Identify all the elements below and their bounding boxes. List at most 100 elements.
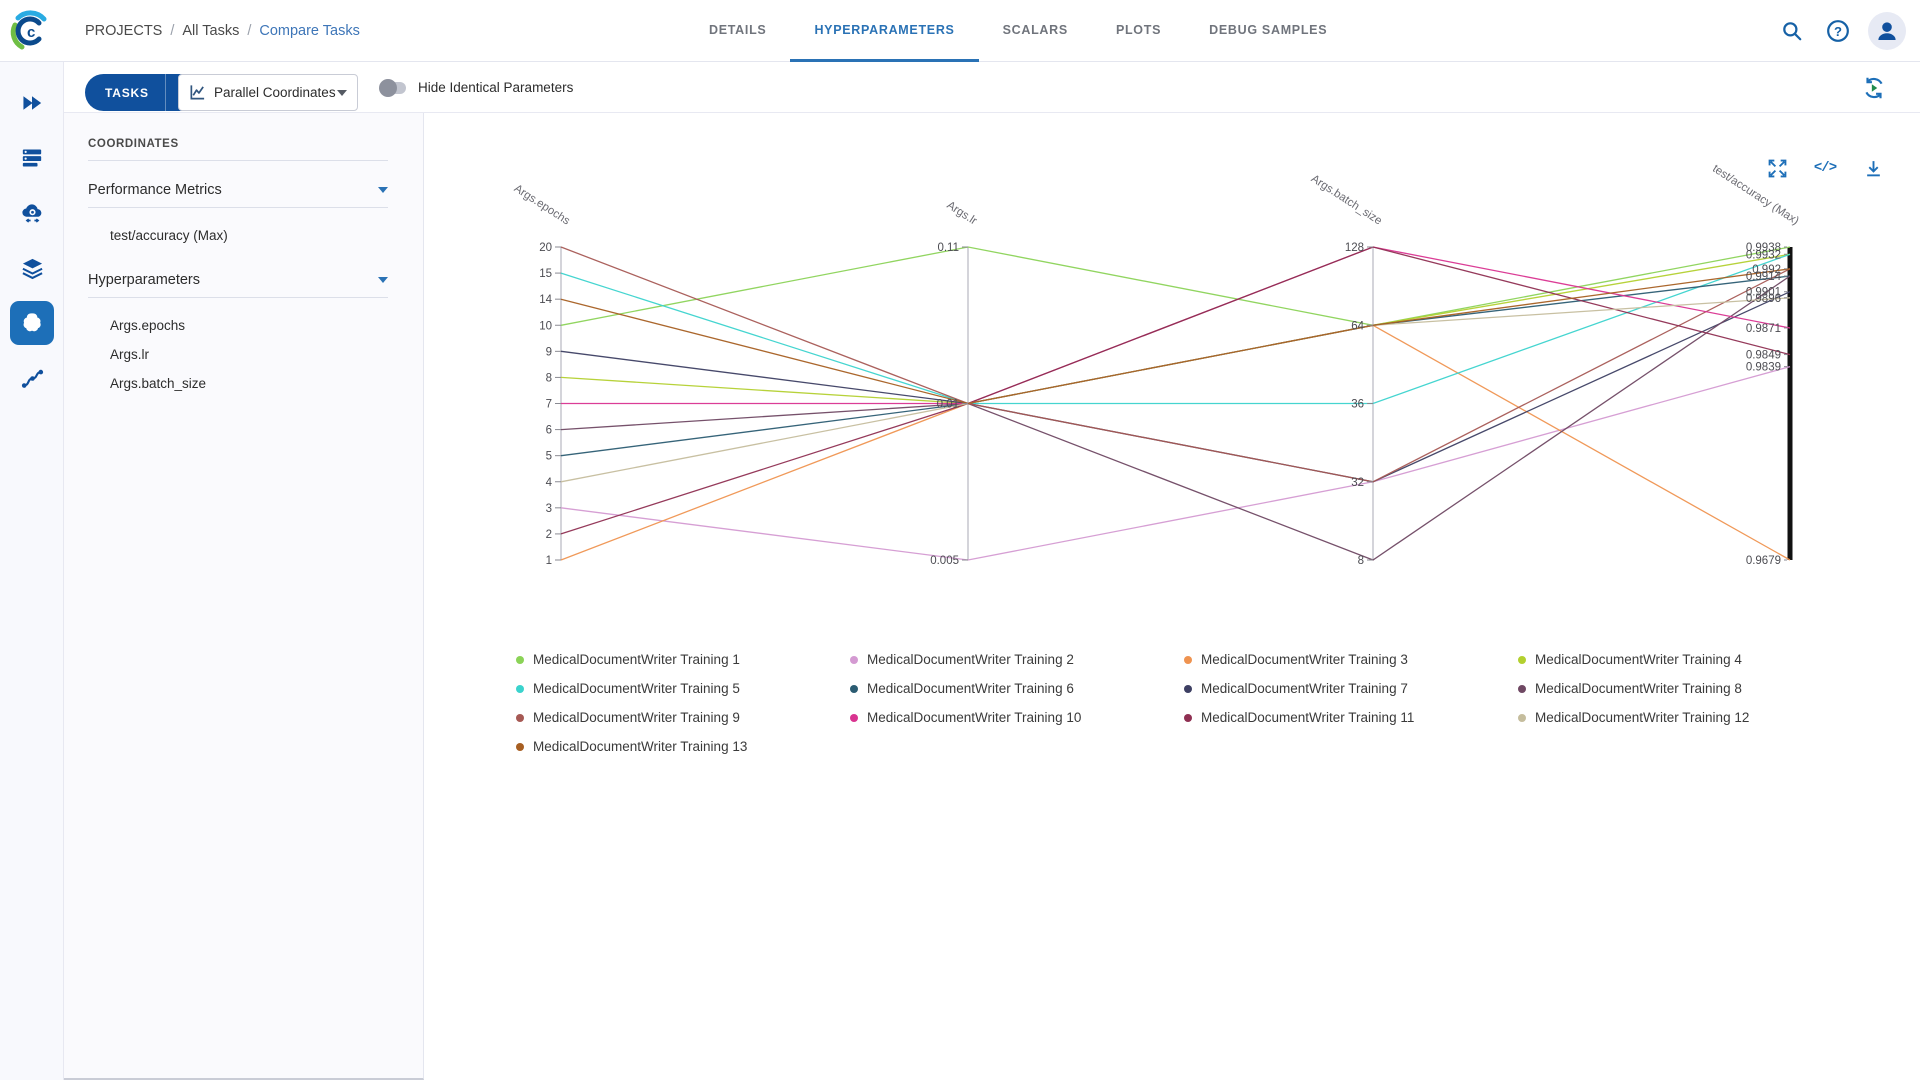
tick-label: 0.9679: [1746, 555, 1781, 567]
tick-label: 2: [546, 529, 552, 541]
breadcrumb-link[interactable]: Compare Tasks: [259, 23, 360, 39]
tick-label: 5: [546, 451, 552, 463]
legend-color-dot: [850, 655, 858, 664]
tab-scalars[interactable]: SCALARS: [1002, 22, 1068, 37]
series-line[interactable]: [560, 365, 1791, 561]
tick-label: 7: [546, 399, 552, 411]
parallel-coordinates-chart[interactable]: 20151410987654321Args.epochs0.110.010.00…: [424, 113, 1920, 633]
tick-label: 0.9938: [1746, 242, 1781, 254]
sidebar-item-workers[interactable]: [10, 191, 54, 235]
tick-label: 32: [1351, 477, 1364, 489]
legend-item[interactable]: MedicalDocumentWriter Training 13: [516, 732, 850, 761]
clearml-logo[interactable]: c: [8, 9, 52, 53]
workers-icon: [21, 202, 44, 225]
tick-label: 0.9932: [1746, 249, 1781, 261]
download-icon[interactable]: [1860, 155, 1886, 181]
axis-bar[interactable]: [1787, 247, 1793, 560]
maximize-icon[interactable]: [1764, 155, 1790, 181]
user-avatar[interactable]: [1868, 12, 1906, 50]
legend-label: MedicalDocumentWriter Training 4: [1535, 652, 1742, 667]
series-line[interactable]: [560, 324, 1791, 561]
axis-title: Args.epochs: [512, 183, 572, 228]
tick-label: 0.9914: [1746, 271, 1782, 283]
series-line[interactable]: [560, 275, 1791, 457]
breadcrumb-link[interactable]: All Tasks: [182, 23, 240, 39]
tick-label: 64: [1351, 320, 1364, 332]
search-icon[interactable]: [1776, 15, 1808, 47]
legend-color-dot: [1518, 684, 1526, 693]
legend-color-dot: [516, 655, 524, 664]
embed-code-icon[interactable]: </>: [1813, 160, 1837, 176]
help-icon[interactable]: ?: [1822, 15, 1854, 47]
legend-color-dot: [516, 713, 524, 722]
legend-color-dot: [1184, 684, 1192, 693]
legend-item[interactable]: MedicalDocumentWriter Training 5: [516, 674, 850, 703]
tick-label: 9: [546, 346, 552, 358]
legend-item[interactable]: MedicalDocumentWriter Training 11: [1184, 703, 1518, 732]
breadcrumb: PROJECTS/All Tasks/Compare Tasks: [85, 0, 360, 62]
legend-item[interactable]: MedicalDocumentWriter Training 9: [516, 703, 850, 732]
legend-color-dot: [850, 713, 858, 722]
sidebar-item-experiments[interactable]: [10, 301, 54, 345]
sidebar-item-datasets[interactable]: [10, 246, 54, 290]
legend-item[interactable]: MedicalDocumentWriter Training 1: [516, 645, 850, 674]
legend-color-dot: [1184, 655, 1192, 664]
svg-text:c: c: [27, 24, 35, 41]
tick-label: 8: [1358, 555, 1364, 567]
breadcrumb-link[interactable]: PROJECTS: [85, 23, 163, 39]
sidebar-item-pipelines[interactable]: [10, 356, 54, 400]
legend-color-dot: [1518, 655, 1526, 664]
legend-item[interactable]: MedicalDocumentWriter Training 4: [1518, 645, 1852, 674]
chart-type-icon: [189, 84, 206, 101]
breadcrumb-separator: /: [247, 23, 252, 39]
tick-label: 0.992: [1752, 264, 1781, 276]
legend-item[interactable]: MedicalDocumentWriter Training 3: [1184, 645, 1518, 674]
tab-bar: DETAILS HYPERPARAMETERS SCALARS PLOTS DEBUG …: [685, 0, 1351, 62]
tab-debug-samples[interactable]: DEBUG SAMPLES: [1209, 22, 1328, 37]
tick-label: 0.005: [930, 555, 959, 567]
coordinate-item: Args.batch_size: [110, 376, 207, 391]
tab-details[interactable]: DETAILS: [709, 22, 767, 37]
toggle-knob[interactable]: [379, 78, 397, 97]
legend-item[interactable]: MedicalDocumentWriter Training 10: [850, 703, 1184, 732]
tab-hyperparameters[interactable]: HYPERPARAMETERS: [790, 0, 979, 62]
experiments-icon: [20, 311, 44, 335]
tasks-button-label[interactable]: TASKS: [105, 85, 149, 100]
tick-label: 0.11: [937, 242, 959, 254]
legend-label: MedicalDocumentWriter Training 7: [1201, 681, 1408, 696]
coordinates-title: COORDINATES: [88, 138, 179, 150]
legend-item[interactable]: MedicalDocumentWriter Training 12: [1518, 703, 1852, 732]
sidebar-item-dashboards[interactable]: [10, 136, 54, 180]
series-line[interactable]: [560, 253, 1791, 405]
chevron-down-icon: [337, 89, 347, 96]
series-line[interactable]: [560, 268, 1791, 405]
series-line[interactable]: [561, 246, 1791, 405]
sidebar-item-projects[interactable]: [10, 81, 54, 125]
legend-label: MedicalDocumentWriter Training 2: [867, 652, 1074, 667]
legend-label: MedicalDocumentWriter Training 9: [533, 710, 740, 725]
panel-section-hyperparameters[interactable]: Hyperparameters: [88, 272, 388, 288]
chevron-down-icon[interactable]: [378, 277, 388, 283]
panel-section-performance-metrics[interactable]: Performance Metrics: [88, 182, 388, 198]
legend-item[interactable]: MedicalDocumentWriter Training 6: [850, 674, 1184, 703]
view-type-select[interactable]: Parallel Coordinates: [178, 74, 358, 111]
top-header: c PROJECTS/All Tasks/Compare Tasks DETAI…: [0, 0, 1920, 62]
hide-identical-toggle[interactable]: [379, 78, 406, 97]
tab-plots[interactable]: PLOTS: [1115, 22, 1162, 37]
series-line[interactable]: [560, 253, 1791, 405]
legend-label: MedicalDocumentWriter Training 12: [1535, 710, 1750, 725]
legend-item[interactable]: MedicalDocumentWriter Training 2: [850, 645, 1184, 674]
chevron-down-icon[interactable]: [378, 187, 388, 193]
legend-item[interactable]: MedicalDocumentWriter Training 8: [1518, 674, 1852, 703]
legend-label: MedicalDocumentWriter Training 1: [533, 652, 740, 667]
auto-refresh-icon[interactable]: [1856, 70, 1892, 106]
series-line[interactable]: [560, 246, 1791, 326]
coordinate-item: Args.epochs: [110, 318, 186, 333]
series-line[interactable]: [560, 246, 1791, 483]
legend-item[interactable]: MedicalDocumentWriter Training 7: [1184, 674, 1518, 703]
series-line[interactable]: [560, 275, 1791, 561]
series-line[interactable]: [560, 246, 1791, 535]
legend-color-dot: [516, 742, 524, 751]
